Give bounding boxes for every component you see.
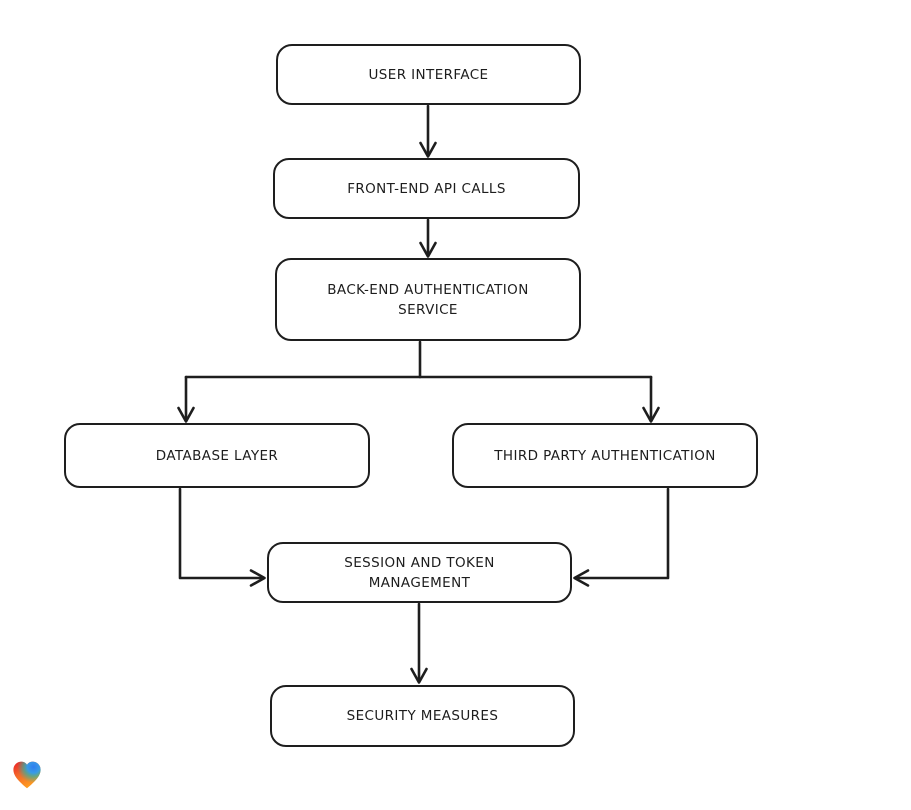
node-security-measures: SECURITY MEASURES <box>270 685 575 747</box>
node-label: BACK-END AUTHENTICATION SERVICE <box>327 281 529 318</box>
node-database-layer: DATABASE LAYER <box>64 423 370 488</box>
gradient-heart-icon[interactable] <box>10 758 44 792</box>
node-label: FRONT-END API CALLS <box>347 180 506 197</box>
node-label: THIRD PARTY AUTHENTICATION <box>494 447 716 464</box>
node-back-end-authentication-service: BACK-END AUTHENTICATION SERVICE <box>275 258 581 341</box>
node-label: SECURITY MEASURES <box>346 708 499 724</box>
node-label: SESSION AND TOKEN MANAGEMENT <box>344 554 495 591</box>
node-user-interface: USER INTERFACE <box>276 44 581 105</box>
node-session-and-token-management: SESSION AND TOKEN MANAGEMENT <box>267 542 572 603</box>
node-label: USER INTERFACE <box>368 66 489 83</box>
node-third-party-authentication: THIRD PARTY AUTHENTICATION <box>452 423 758 488</box>
node-label: DATABASE LAYER <box>155 447 279 464</box>
node-front-end-api-calls: FRONT-END API CALLS <box>273 158 580 219</box>
